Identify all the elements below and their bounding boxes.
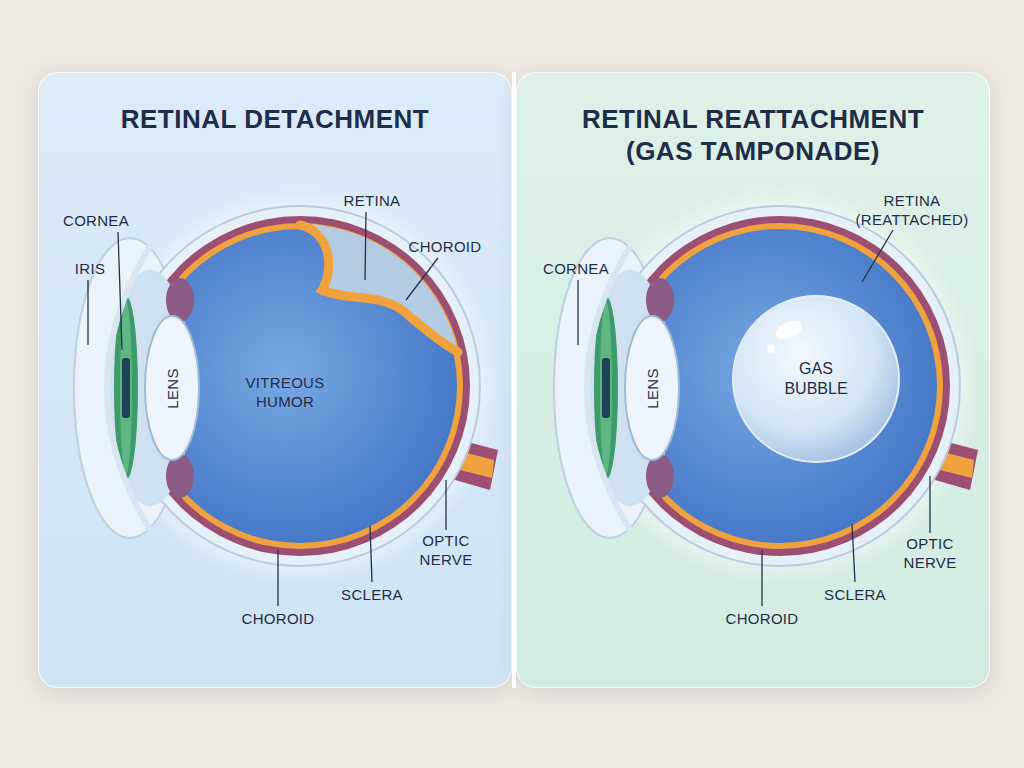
- part-label: LENS: [643, 358, 662, 418]
- part-label: OPTIC NERVE: [894, 534, 966, 572]
- part-label: VITREOUS HUMOR: [238, 373, 333, 411]
- part-label: CORNEA: [51, 211, 141, 230]
- part-label: SCLERA: [815, 585, 895, 604]
- bubble-outline: [731, 294, 901, 464]
- part-label: OPTIC NERVE: [410, 531, 482, 569]
- part-label: CORNEA: [531, 259, 621, 278]
- right-panel: RETINAL REATTACHMENT (GAS TAMPONADE) GAS …: [516, 72, 990, 688]
- part-label: SCLERA: [332, 585, 412, 604]
- part-label: RETINA (REATTACHED): [847, 191, 977, 229]
- part-label: RETINA: [332, 191, 412, 210]
- part-label: CHOROID: [233, 609, 323, 628]
- part-label: LENS: [163, 358, 182, 418]
- part-label: IRIS: [60, 259, 120, 278]
- bubble-label: GAS BUBBLE: [771, 359, 861, 399]
- part-label: CHOROID: [717, 609, 807, 628]
- panel-title: RETINAL DETACHMENT: [55, 103, 495, 135]
- panel-title: RETINAL REATTACHMENT (GAS TAMPONADE): [553, 103, 953, 167]
- part-label: CHOROID: [400, 237, 490, 256]
- gas-bubble: GAS BUBBLE: [731, 294, 901, 464]
